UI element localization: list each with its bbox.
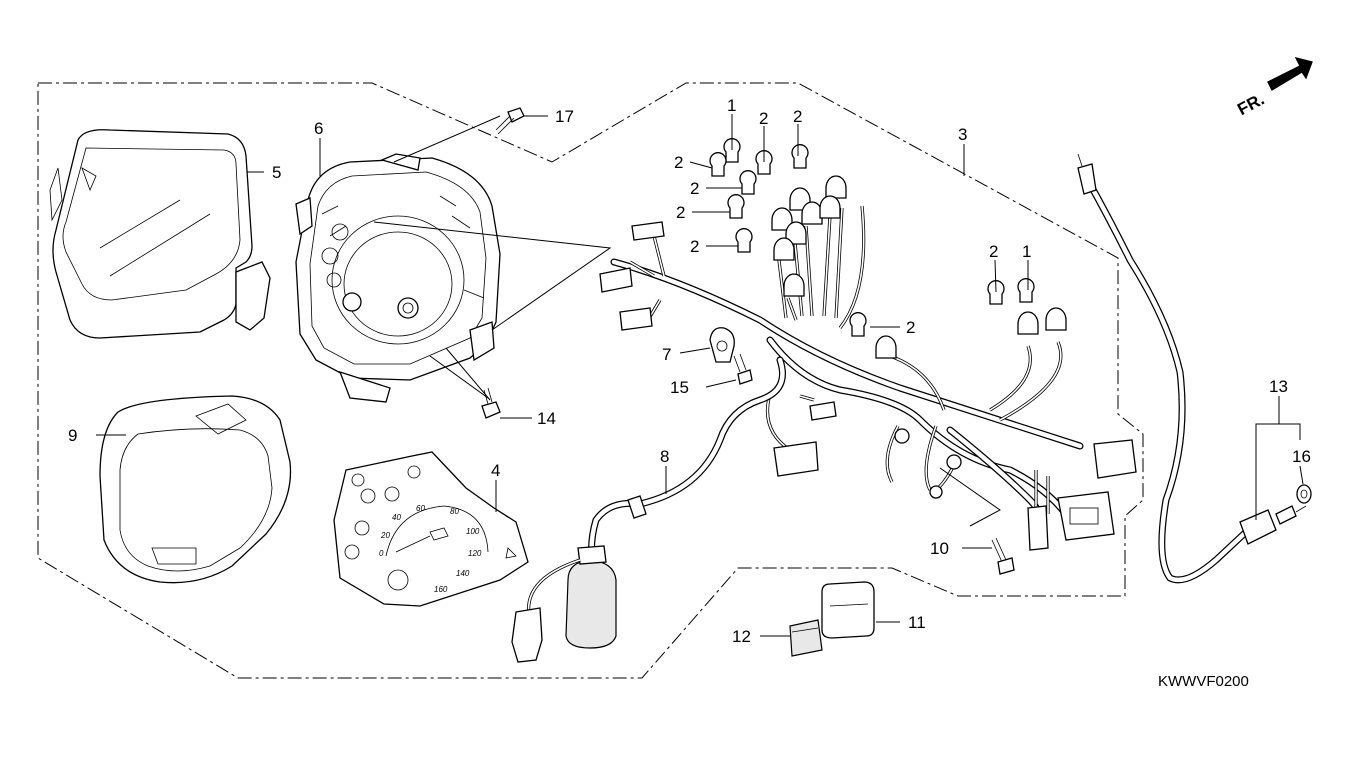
speed-mark-160: 160 <box>434 585 448 594</box>
diagram-code: KWWVF0200 <box>1158 673 1249 690</box>
callout-2-a: 2 <box>759 109 768 128</box>
callout-2-h: 2 <box>906 318 915 337</box>
screw-10 <box>991 537 1015 575</box>
cushion-12 <box>789 619 823 657</box>
callout-9: 9 <box>68 426 77 445</box>
speed-mark-60: 60 <box>416 504 425 513</box>
screw-15 <box>733 353 753 385</box>
speed-mark-20: 20 <box>380 531 390 540</box>
leader-lines <box>96 114 1304 637</box>
speed-mark-100: 100 <box>466 527 480 536</box>
speedometer-face: 0 20 40 60 80 100 120 140 160 <box>333 451 529 607</box>
front-direction-arrow: FR. <box>1234 57 1313 120</box>
connectors <box>599 221 1137 551</box>
callout-6: 6 <box>314 119 323 138</box>
callout-5: 5 <box>272 163 281 182</box>
speedometer-cable-13 <box>1077 153 1307 584</box>
washer-16 <box>1296 484 1312 504</box>
callout-1-lower: 1 <box>1022 242 1031 261</box>
meter-panel <box>99 395 292 584</box>
relay-11 <box>821 581 875 639</box>
ring-terminals <box>894 428 962 499</box>
speed-mark-140: 140 <box>456 569 470 578</box>
assembly-outline-left <box>37 82 1144 679</box>
wire-harness <box>610 205 1084 524</box>
screw-14 <box>481 387 501 419</box>
speed-mark-0: 0 <box>379 549 384 558</box>
speed-mark-80: 80 <box>450 507 459 516</box>
callout-labels: 1 2 2 2 2 2 2 2 1 2 3 4 5 6 7 8 9 10 11 … <box>68 96 1311 646</box>
meter-cover <box>49 129 271 339</box>
callout-2-f: 2 <box>690 237 699 256</box>
callout-17: 17 <box>555 107 574 126</box>
speed-mark-120: 120 <box>468 549 482 558</box>
callout-3: 3 <box>958 125 967 144</box>
callout-14: 14 <box>537 409 556 428</box>
callout-10: 10 <box>930 539 949 558</box>
callout-2-c: 2 <box>674 153 683 172</box>
bulb-sockets <box>771 175 1067 359</box>
speed-mark-40: 40 <box>392 513 401 522</box>
callout-4: 4 <box>491 461 500 480</box>
callout-2-d: 2 <box>690 179 699 198</box>
callout-2-g: 2 <box>989 242 998 261</box>
callout-16: 16 <box>1292 447 1311 466</box>
callout-7: 7 <box>662 345 671 364</box>
bulbs <box>709 138 1035 337</box>
callout-2-e: 2 <box>676 203 685 222</box>
callout-15: 15 <box>670 378 689 397</box>
callout-13: 13 <box>1269 377 1288 396</box>
callout-8: 8 <box>660 447 669 466</box>
callout-1-upper: 1 <box>727 96 736 115</box>
meter-case <box>295 153 501 403</box>
callout-11: 11 <box>908 613 926 632</box>
screw-17 <box>495 107 525 135</box>
sensor-wire-8 <box>511 356 786 663</box>
callout-12: 12 <box>732 627 751 646</box>
clamp-7 <box>709 327 735 363</box>
fr-label: FR. <box>1234 90 1267 120</box>
callout-2-b: 2 <box>793 107 802 126</box>
